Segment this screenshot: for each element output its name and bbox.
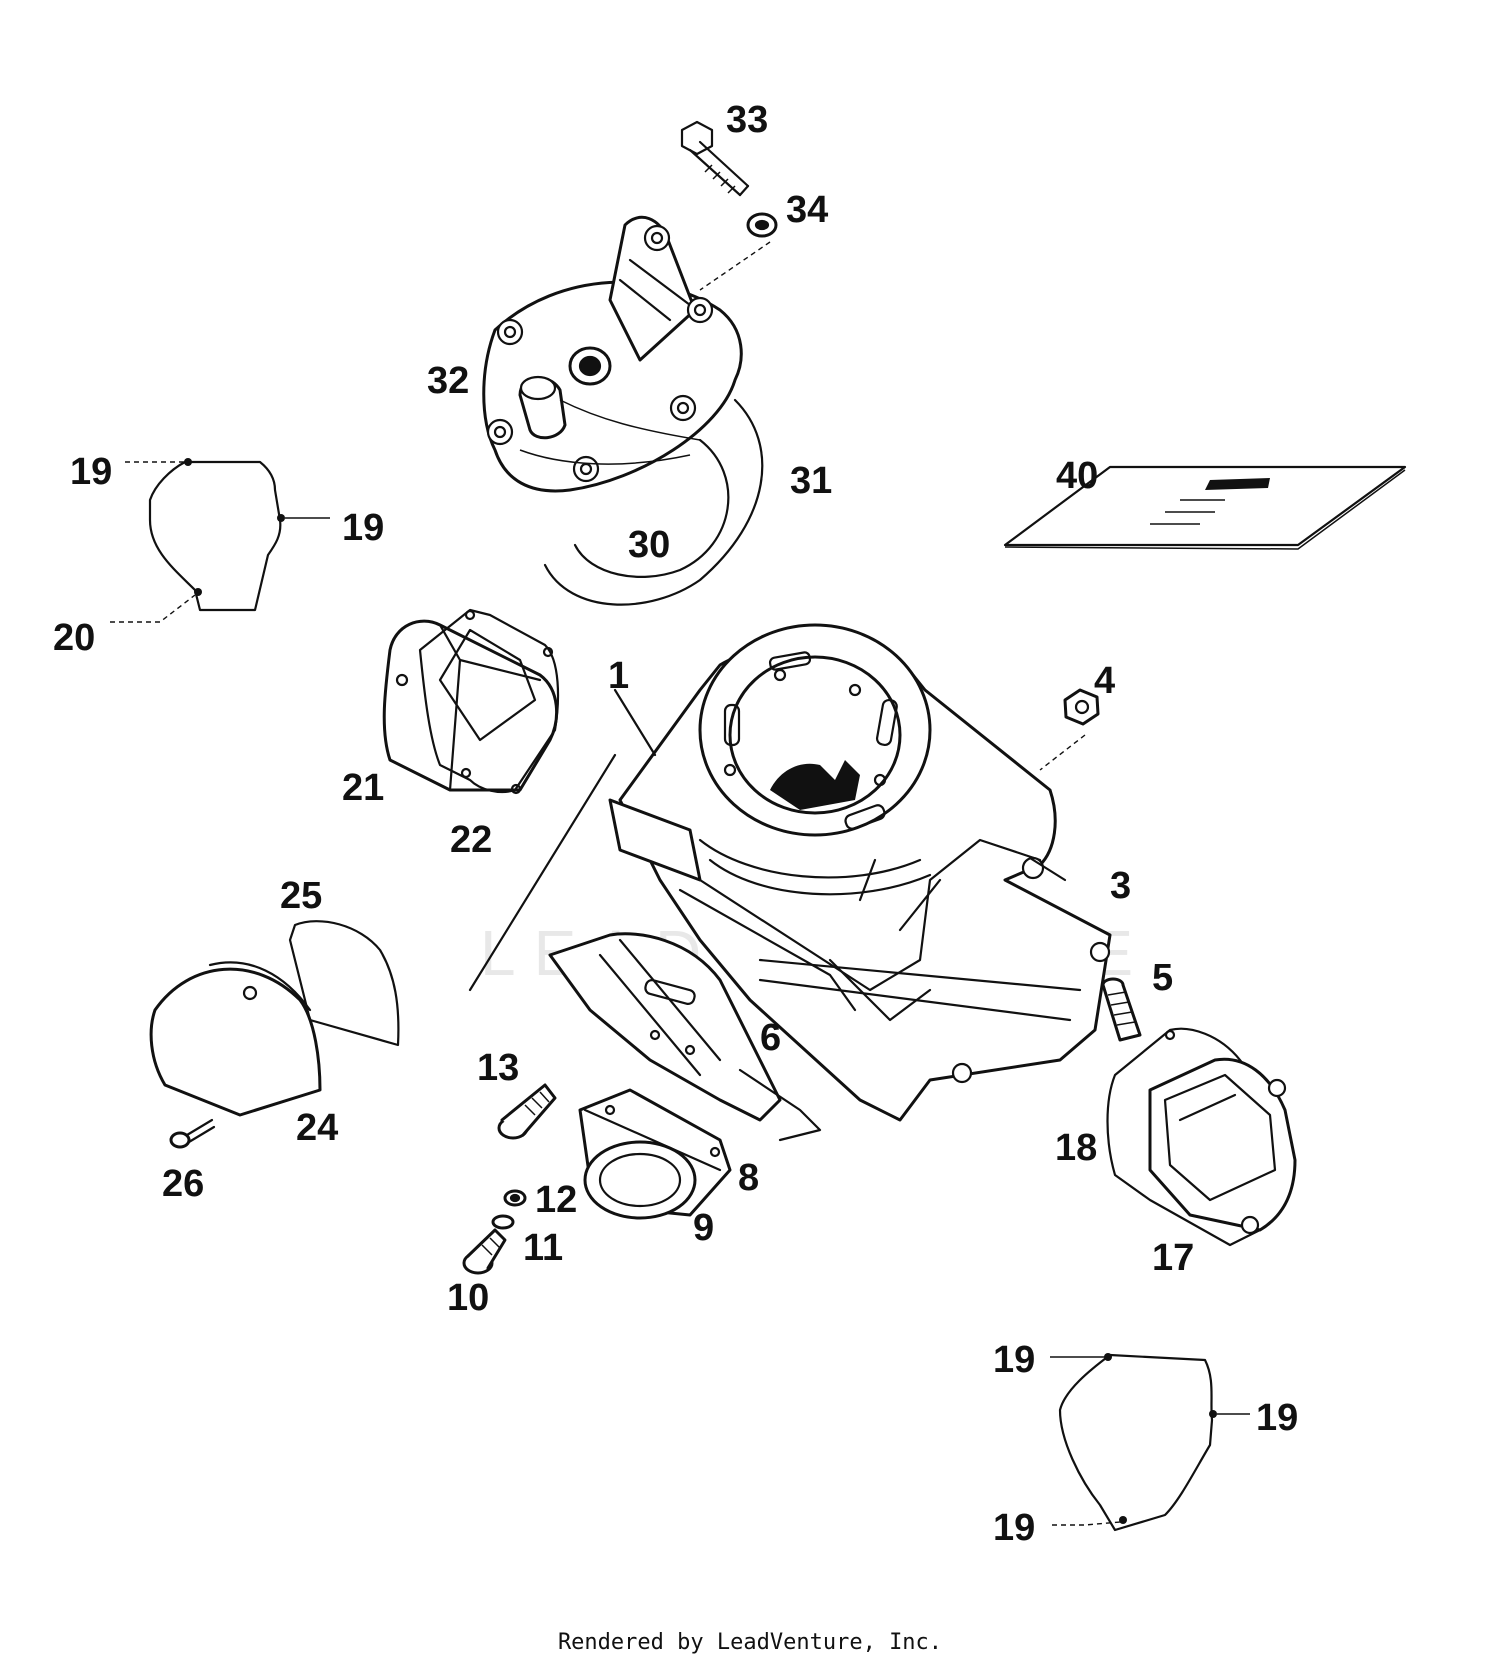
cylinder-head-32 bbox=[482, 215, 743, 493]
callout-19: 19 bbox=[993, 1339, 1035, 1381]
callout-13: 13 bbox=[477, 1047, 519, 1089]
bolt-33 bbox=[680, 120, 750, 197]
callout-10: 10 bbox=[447, 1277, 489, 1319]
callout-34: 34 bbox=[786, 189, 828, 231]
callout-20: 20 bbox=[53, 617, 95, 659]
callout-1: 1 bbox=[608, 655, 629, 697]
callout-31: 31 bbox=[790, 460, 832, 502]
callout-19: 19 bbox=[70, 451, 112, 493]
manual-40 bbox=[1003, 465, 1407, 550]
cover-24 bbox=[149, 961, 322, 1117]
screw-10 bbox=[462, 1228, 507, 1275]
callout-19: 19 bbox=[1256, 1397, 1298, 1439]
gasket-19 bbox=[1058, 1353, 1217, 1532]
callout-19: 19 bbox=[342, 507, 384, 549]
head-gaskets-30-31 bbox=[543, 398, 764, 606]
callout-4: 4 bbox=[1094, 660, 1115, 702]
callout-33: 33 bbox=[726, 99, 768, 141]
callout-17: 17 bbox=[1152, 1237, 1194, 1279]
footer-credit: Rendered by LeadVenture, Inc. bbox=[557, 1630, 943, 1655]
callout-5: 5 bbox=[1152, 957, 1173, 999]
callout-32: 32 bbox=[427, 360, 469, 402]
callout-19: 19 bbox=[993, 1507, 1035, 1549]
callout-labels: 1 3 4 5 6 8 9 10 11 12 13 17 18 19 19 20… bbox=[53, 99, 1298, 1549]
callout-8: 8 bbox=[738, 1157, 759, 1199]
nut-4 bbox=[1063, 688, 1100, 726]
bolt-26 bbox=[169, 1118, 216, 1149]
cover-17 bbox=[1148, 1057, 1297, 1235]
reed-valve-6 bbox=[548, 932, 822, 1142]
gasket-22 bbox=[418, 608, 560, 795]
washer-12 bbox=[503, 1189, 527, 1207]
gasket-20 bbox=[148, 458, 285, 612]
callout-25: 25 bbox=[280, 875, 322, 917]
bolt-13 bbox=[497, 1083, 557, 1140]
callout-11: 11 bbox=[523, 1227, 563, 1269]
callout-22: 22 bbox=[450, 819, 492, 861]
cylinder-1 bbox=[608, 623, 1112, 1122]
callout-3: 3 bbox=[1110, 865, 1131, 907]
intake-flange-8-9 bbox=[578, 1088, 732, 1220]
callout-9: 9 bbox=[693, 1207, 714, 1249]
callout-26: 26 bbox=[162, 1163, 204, 1205]
callout-6: 6 bbox=[760, 1017, 781, 1059]
washer-11 bbox=[491, 1214, 515, 1230]
callout-12: 12 bbox=[535, 1179, 577, 1221]
callout-18: 18 bbox=[1055, 1127, 1097, 1169]
callout-21: 21 bbox=[342, 767, 384, 809]
callout-30: 30 bbox=[628, 524, 670, 566]
washer-34 bbox=[746, 212, 778, 238]
gasket-25 bbox=[288, 920, 400, 1047]
callout-40: 40 bbox=[1056, 455, 1098, 497]
callout-24: 24 bbox=[296, 1107, 338, 1149]
stud-5 bbox=[1101, 977, 1142, 1042]
